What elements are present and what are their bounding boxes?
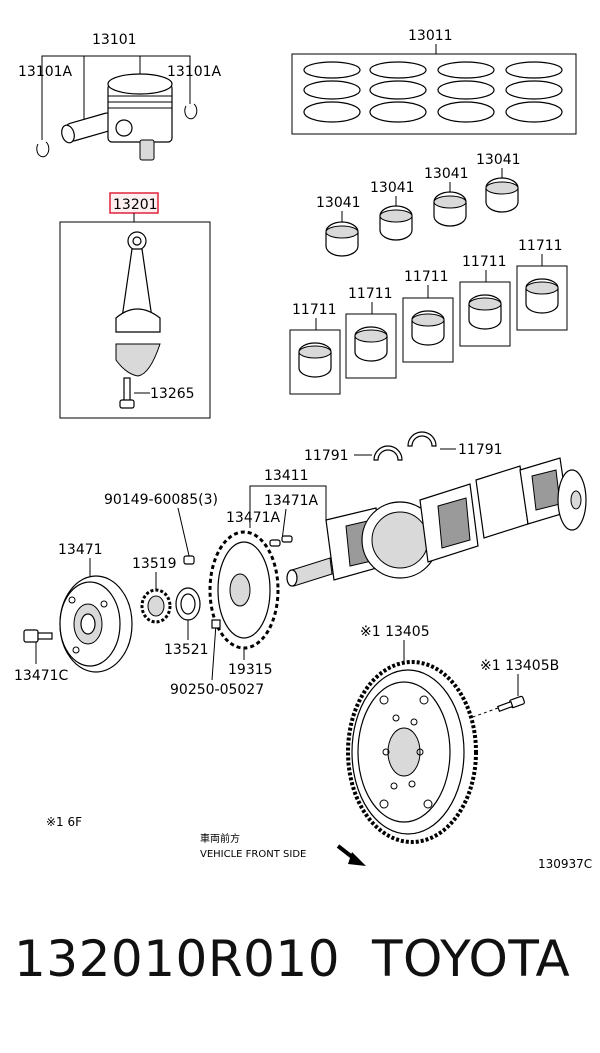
label-90149[interactable]: 90149-60085(3) [104, 492, 218, 508]
connecting-rod-icon [115, 231, 161, 377]
label-13471[interactable]: 13471 [58, 542, 103, 558]
timing-sprocket-icon [208, 530, 280, 650]
label-13405b[interactable]: ※1 13405B [480, 658, 559, 674]
label-13101a-left[interactable]: 13101A [18, 64, 73, 80]
piston-assembly: 13101 13101A 13101A [18, 32, 222, 161]
label-13041-a[interactable]: 13041 [316, 195, 361, 211]
crank-sprocket-pins-icon [183, 535, 293, 565]
spacer-ring-icon [175, 587, 201, 621]
crankshaft-icon [286, 457, 587, 587]
front-direction-arrow-icon [336, 844, 366, 866]
circlip-left-icon [36, 141, 50, 158]
label-13101[interactable]: 13101 [92, 32, 137, 48]
oil-pump-drive-gear-icon [140, 588, 172, 624]
label-13521[interactable]: 13521 [164, 642, 209, 658]
flywheel: ※1 13405 ※1 13405B [346, 624, 559, 844]
diagram-id: 130937C [538, 857, 592, 871]
label-13471a-a[interactable]: 13471A [226, 510, 281, 526]
label-11711-c[interactable]: 11711 [404, 269, 449, 285]
main-bearing-shell-icon [298, 278, 559, 378]
flywheel-bolt-icon [496, 695, 525, 712]
timing-sprocket: 19315 90250-05027 [170, 530, 280, 698]
label-13011[interactable]: 13011 [408, 28, 453, 44]
crankshaft: 13411 13471A 13471A 90149-60085(3) [104, 457, 587, 587]
label-11791-right[interactable]: 11791 [458, 442, 503, 458]
label-11791-left[interactable]: 11791 [304, 448, 349, 464]
label-11711-e[interactable]: 11711 [518, 238, 563, 254]
main-bearing-frames [289, 265, 568, 395]
crankshaft-pulley: 13471 13471C [14, 542, 133, 684]
pulley-bolt-icon [23, 629, 53, 643]
rod-frame [59, 221, 211, 419]
main-bearings: 11711 11711 11711 11711 11711 [289, 238, 568, 395]
key-icon [211, 619, 221, 629]
small-sprockets: 13519 13521 [132, 556, 209, 658]
crankshaft-pulley-icon [59, 575, 133, 673]
label-13471a-b[interactable]: 13471A [264, 493, 319, 509]
label-13201[interactable]: 13201 [113, 197, 158, 213]
label-13265[interactable]: 13265 [150, 386, 195, 402]
thrust-washers: 11791 11791 [304, 431, 503, 464]
label-13041-c[interactable]: 13041 [424, 166, 469, 182]
flywheel-icon [346, 660, 478, 844]
label-11711-a[interactable]: 11711 [292, 302, 337, 318]
rod-bolt-icon [119, 377, 135, 409]
label-13101a-right[interactable]: 13101A [167, 64, 222, 80]
label-13041-b[interactable]: 13041 [370, 180, 415, 196]
label-11711-d[interactable]: 11711 [462, 254, 507, 270]
label-13471c[interactable]: 13471C [14, 668, 69, 684]
ring-groups-icon [303, 61, 563, 123]
front-side-en: VEHICLE FRONT SIDE [200, 849, 306, 860]
label-13405[interactable]: ※1 13405 [360, 624, 430, 640]
front-side-jp: 車両前方 [200, 832, 240, 845]
caption-bar: 132010R010 TOYOTA [0, 930, 600, 1020]
label-13519[interactable]: 13519 [132, 556, 177, 572]
rod-bearing-shell-icon [325, 177, 519, 257]
circlip-right-icon [184, 103, 198, 120]
piston-ring-set: 13011 [291, 28, 577, 135]
thrust-washer-left-icon [373, 445, 403, 461]
label-90250[interactable]: 90250-05027 [170, 682, 264, 698]
label-13411[interactable]: 13411 [264, 468, 309, 484]
part-number-caption: 132010R010 [14, 930, 341, 988]
thrust-washer-right-icon [407, 431, 437, 447]
exploded-parts-diagram: 13101 13101A 13101A 13011 [14, 28, 592, 871]
piston-icon [107, 73, 173, 161]
label-13041-d[interactable]: 13041 [476, 152, 521, 168]
ring-set-frame [291, 53, 577, 135]
brand-caption: TOYOTA [372, 930, 571, 988]
label-19315[interactable]: 19315 [228, 662, 273, 678]
footnote: ※1 6F [46, 815, 82, 829]
label-11711-b[interactable]: 11711 [348, 286, 393, 302]
rod-bearings: 13041 13041 13041 13041 [316, 152, 521, 257]
connecting-rod-assembly: 13201 13265 [59, 192, 211, 419]
